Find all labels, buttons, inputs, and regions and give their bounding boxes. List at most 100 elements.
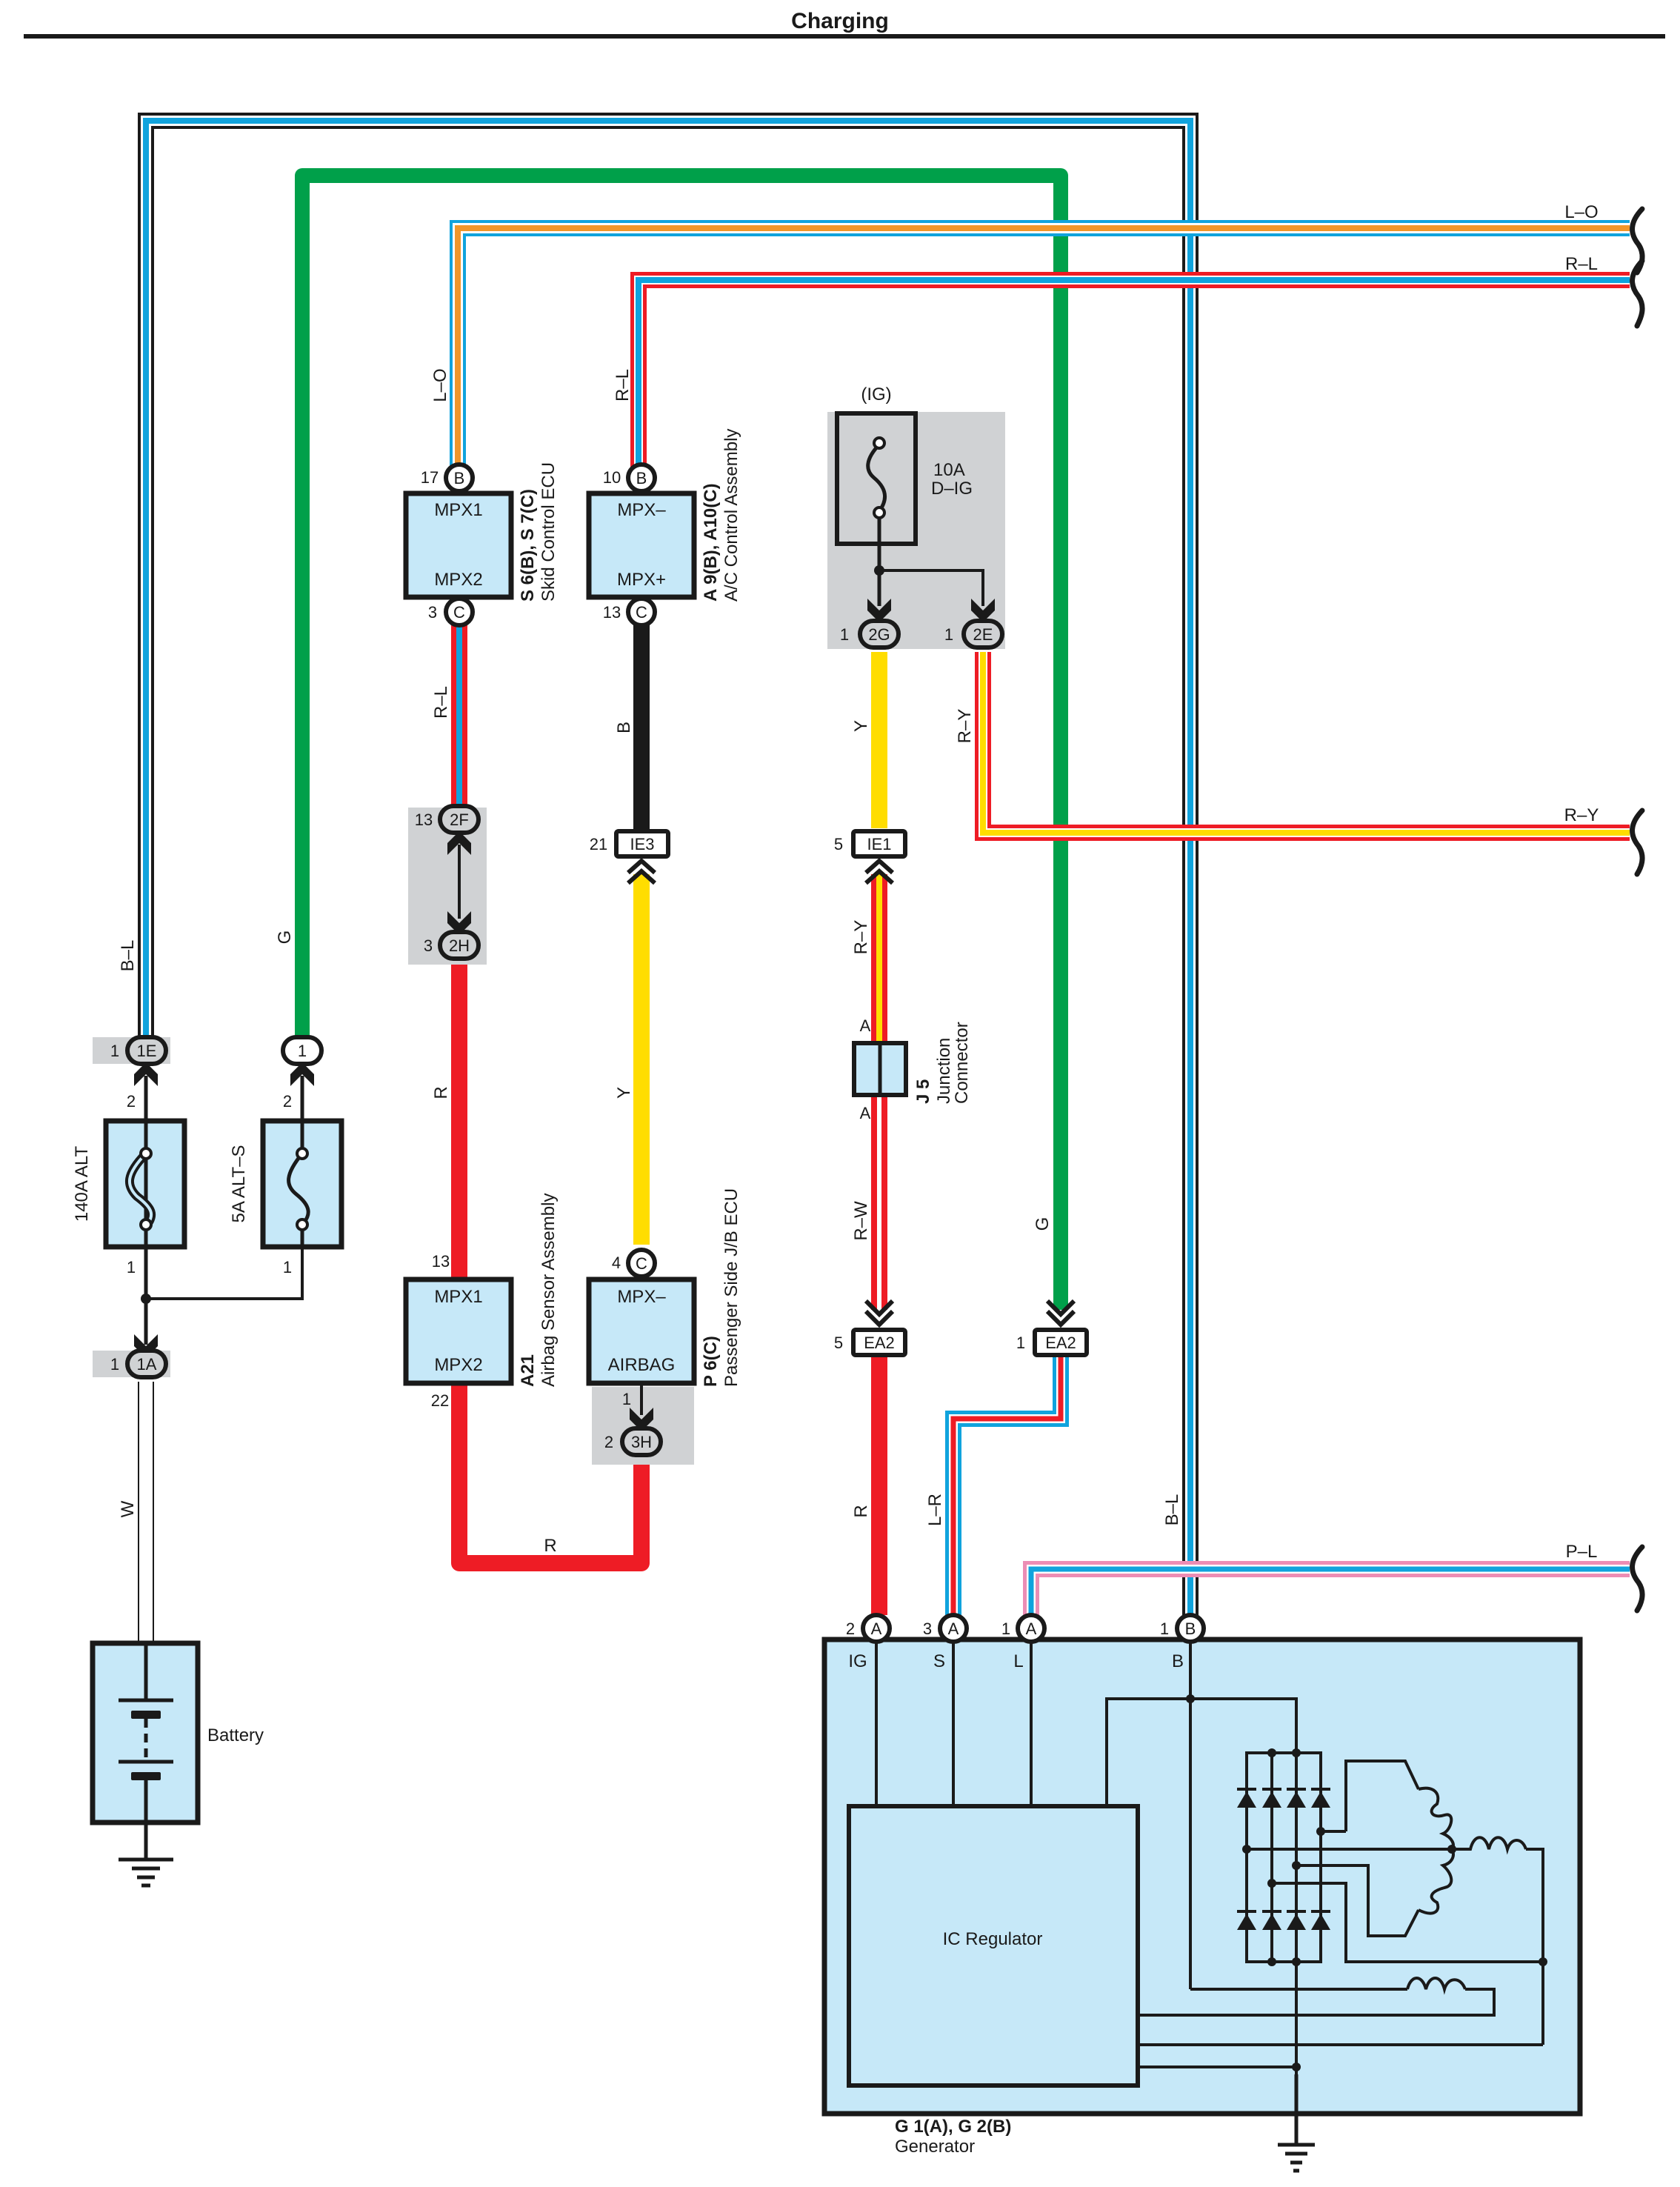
generator-terminal-s: A 3 S — [923, 1613, 969, 1671]
generator: A 2 IG A 3 S A 1 L B 1 B — [821, 1613, 1583, 2173]
svg-text:21: 21 — [590, 835, 607, 853]
wire-label-rl-top: R–L — [613, 369, 633, 402]
svg-text:IE3: IE3 — [630, 835, 654, 853]
title-rule — [24, 34, 1665, 39]
svg-text:3: 3 — [923, 1620, 932, 1638]
connector-2h: 2H 3 — [424, 930, 481, 961]
svg-text:S: S — [933, 1651, 945, 1671]
svg-text:1: 1 — [110, 1355, 119, 1374]
junction-connector-j5: A A J 5 Junction Connector — [852, 1016, 972, 1122]
wire-label-ry-j5: R–Y — [851, 920, 871, 955]
wire-label-lr-gen: L–R — [925, 1494, 945, 1526]
svg-text:MPX–: MPX– — [617, 1287, 666, 1307]
svg-text:13: 13 — [415, 810, 433, 829]
svg-text:C: C — [453, 603, 465, 622]
svg-text:2F: 2F — [450, 810, 469, 829]
fuse-5a-alt-s: 5A ALT–S 2 1 — [229, 1076, 344, 1276]
svg-text:2E: 2E — [973, 625, 993, 644]
svg-text:B: B — [454, 469, 465, 487]
svg-text:2: 2 — [127, 1092, 136, 1111]
fuse-140a-alt: 140A ALT 2 1 — [72, 1076, 187, 1296]
wire-label-ry-ig: R–Y — [955, 709, 975, 744]
svg-text:1: 1 — [622, 1390, 631, 1408]
airbag-sensor-assembly: 13 22 MPX1 MPX2 A21 Airbag Sensor Assemb… — [403, 1194, 559, 1410]
wire-label-g-left: G — [275, 931, 295, 945]
wire-l-o — [450, 220, 1630, 467]
svg-text:B: B — [1185, 1620, 1196, 1638]
wire-l-r-gen — [945, 1356, 1069, 1615]
svg-text:1: 1 — [1001, 1620, 1010, 1638]
svg-text:4: 4 — [612, 1254, 621, 1272]
svg-text:D–IG: D–IG — [931, 479, 973, 499]
svg-text:MPX+: MPX+ — [617, 570, 666, 590]
svg-text:MPX1: MPX1 — [434, 1287, 482, 1307]
svg-text:Junction: Junction — [934, 1038, 954, 1104]
component-name: Generator — [895, 2137, 975, 2157]
fuse-bus-wire — [146, 1247, 304, 1300]
wire-label-y-mid: Y — [614, 1087, 634, 1099]
svg-text:1: 1 — [298, 1042, 307, 1060]
wire-label-r-mid: R — [431, 1086, 451, 1099]
wire-r-l-top — [630, 272, 1630, 467]
wire-label-y-ig: Y — [851, 720, 871, 732]
double-chevron-up-icon — [864, 857, 894, 885]
svg-text:3H: 3H — [631, 1433, 652, 1451]
svg-text:MPX–: MPX– — [617, 500, 666, 520]
page-title: Charging — [791, 9, 889, 33]
svg-text:2: 2 — [604, 1433, 613, 1451]
component-name: Airbag Sensor Assembly — [539, 1194, 559, 1387]
svg-text:1: 1 — [840, 625, 849, 644]
svg-text:22: 22 — [431, 1391, 449, 1410]
fuse-label: 140A ALT — [72, 1146, 92, 1222]
wire-label-right-rl: R–L — [1565, 254, 1598, 274]
svg-text:5: 5 — [834, 835, 843, 853]
passenger-side-jb-ecu: C 4 MPX– AIRBAG 1 3H 2 P 6(C) Passenger … — [586, 1188, 741, 1457]
svg-text:13: 13 — [603, 603, 621, 622]
ic-regulator — [847, 1804, 1140, 2088]
wire-r-y-ig — [975, 652, 1630, 841]
svg-text:1: 1 — [1016, 1334, 1025, 1352]
wire-label-r-bottom: R — [544, 1536, 556, 1556]
svg-text:1: 1 — [127, 1258, 136, 1276]
svg-text:Connector: Connector — [952, 1022, 972, 1104]
svg-text:10: 10 — [603, 468, 621, 487]
wire-label-bl-gen: B–L — [1162, 1494, 1182, 1526]
wire-label-right-pl: P–L — [1566, 1542, 1598, 1562]
fuse-label: 5A ALT–S — [229, 1145, 249, 1223]
svg-text:A: A — [860, 1104, 871, 1122]
svg-text:3: 3 — [424, 936, 433, 955]
component-code: A21 — [518, 1354, 538, 1387]
svg-text:1E: 1E — [137, 1042, 157, 1060]
component-code: A 9(B), A10(C) — [701, 483, 721, 602]
svg-text:2: 2 — [846, 1620, 855, 1638]
wire-r-loop — [451, 956, 650, 1571]
svg-text:J 5: J 5 — [913, 1079, 933, 1104]
connector-ea2-left: EA2 5 — [834, 1299, 907, 1357]
component-code: S 6(B), S 7(C) — [518, 489, 538, 602]
generator-terminal-ig: A 2 IG — [846, 1613, 892, 1671]
svg-text:1A: 1A — [137, 1355, 157, 1374]
svg-text:(IG): (IG) — [861, 385, 891, 405]
svg-text:2H: 2H — [449, 936, 470, 955]
svg-text:B: B — [636, 469, 647, 487]
wire-g-main — [295, 168, 1068, 1310]
component-name: A/C Control Assembly — [721, 429, 741, 602]
generator-terminal-b: B 1 B — [1160, 1613, 1206, 1671]
connector-ea2-right: EA2 1 — [1016, 1299, 1089, 1357]
connector-ie1: IE1 5 — [834, 829, 907, 885]
wire-p-l — [1023, 1561, 1630, 1615]
svg-text:5: 5 — [834, 1334, 843, 1352]
connector-2f: 2F 13 — [415, 804, 481, 835]
svg-text:A: A — [871, 1620, 882, 1638]
double-chevron-down-icon — [1045, 1299, 1076, 1328]
svg-text:2G: 2G — [868, 625, 890, 644]
component-code: P 6(C) — [701, 1336, 721, 1387]
svg-text:MPX1: MPX1 — [434, 500, 482, 520]
svg-text:IG: IG — [848, 1651, 867, 1671]
svg-text:17: 17 — [421, 468, 439, 487]
svg-text:2: 2 — [283, 1092, 292, 1111]
double-chevron-up-icon — [627, 857, 656, 885]
svg-text:AIRBAG: AIRBAG — [608, 1355, 676, 1375]
svg-text:1: 1 — [944, 625, 953, 644]
